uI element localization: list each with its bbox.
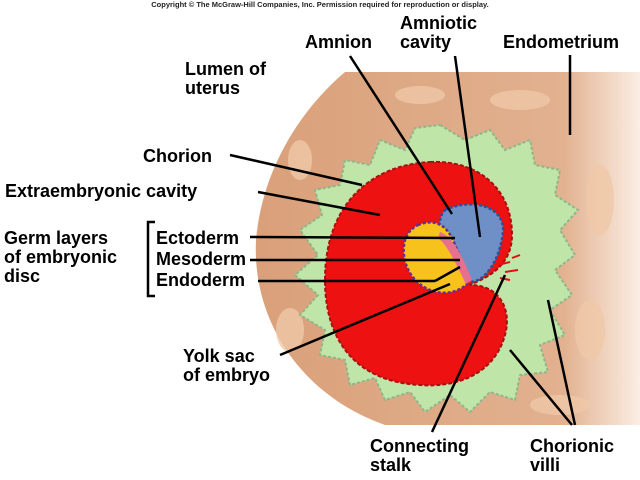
label-line: cavity [400, 32, 452, 52]
copyright-notice: Copyright © The McGraw-Hill Companies, I… [151, 0, 489, 9]
label-line: Lumen of [185, 59, 266, 79]
yolk-sac [402, 221, 472, 294]
label-amnion: Amnion [305, 32, 372, 52]
label-endometrium: Endometrium [503, 32, 620, 52]
label-line: Germ layers [4, 228, 109, 248]
label-chorion: Chorion [143, 146, 212, 166]
label-line: stalk [370, 455, 412, 475]
label-line: Yolk sac [183, 346, 255, 366]
label-line: Amniotic [400, 13, 478, 33]
uterine-glands [276, 86, 614, 415]
label-mesoderm: Mesoderm [156, 249, 247, 269]
label-line: uterus [185, 78, 241, 98]
label-endoderm: Endoderm [156, 270, 246, 290]
label-line: of embryo [183, 365, 271, 385]
label-ectoderm: Ectoderm [156, 228, 240, 248]
mesoderm-layer [438, 232, 472, 284]
label-line: disc [4, 266, 41, 286]
label-extraembryonic-cavity: Extraembryonic cavity [5, 181, 198, 201]
label-line: villi [530, 455, 561, 475]
connecting-stalk-vessels [497, 254, 521, 281]
label-line: of embryonic [4, 247, 118, 267]
label-line: Connecting [370, 436, 469, 456]
leader-lines [146, 55, 577, 433]
label-line: Chorionic [530, 436, 614, 456]
